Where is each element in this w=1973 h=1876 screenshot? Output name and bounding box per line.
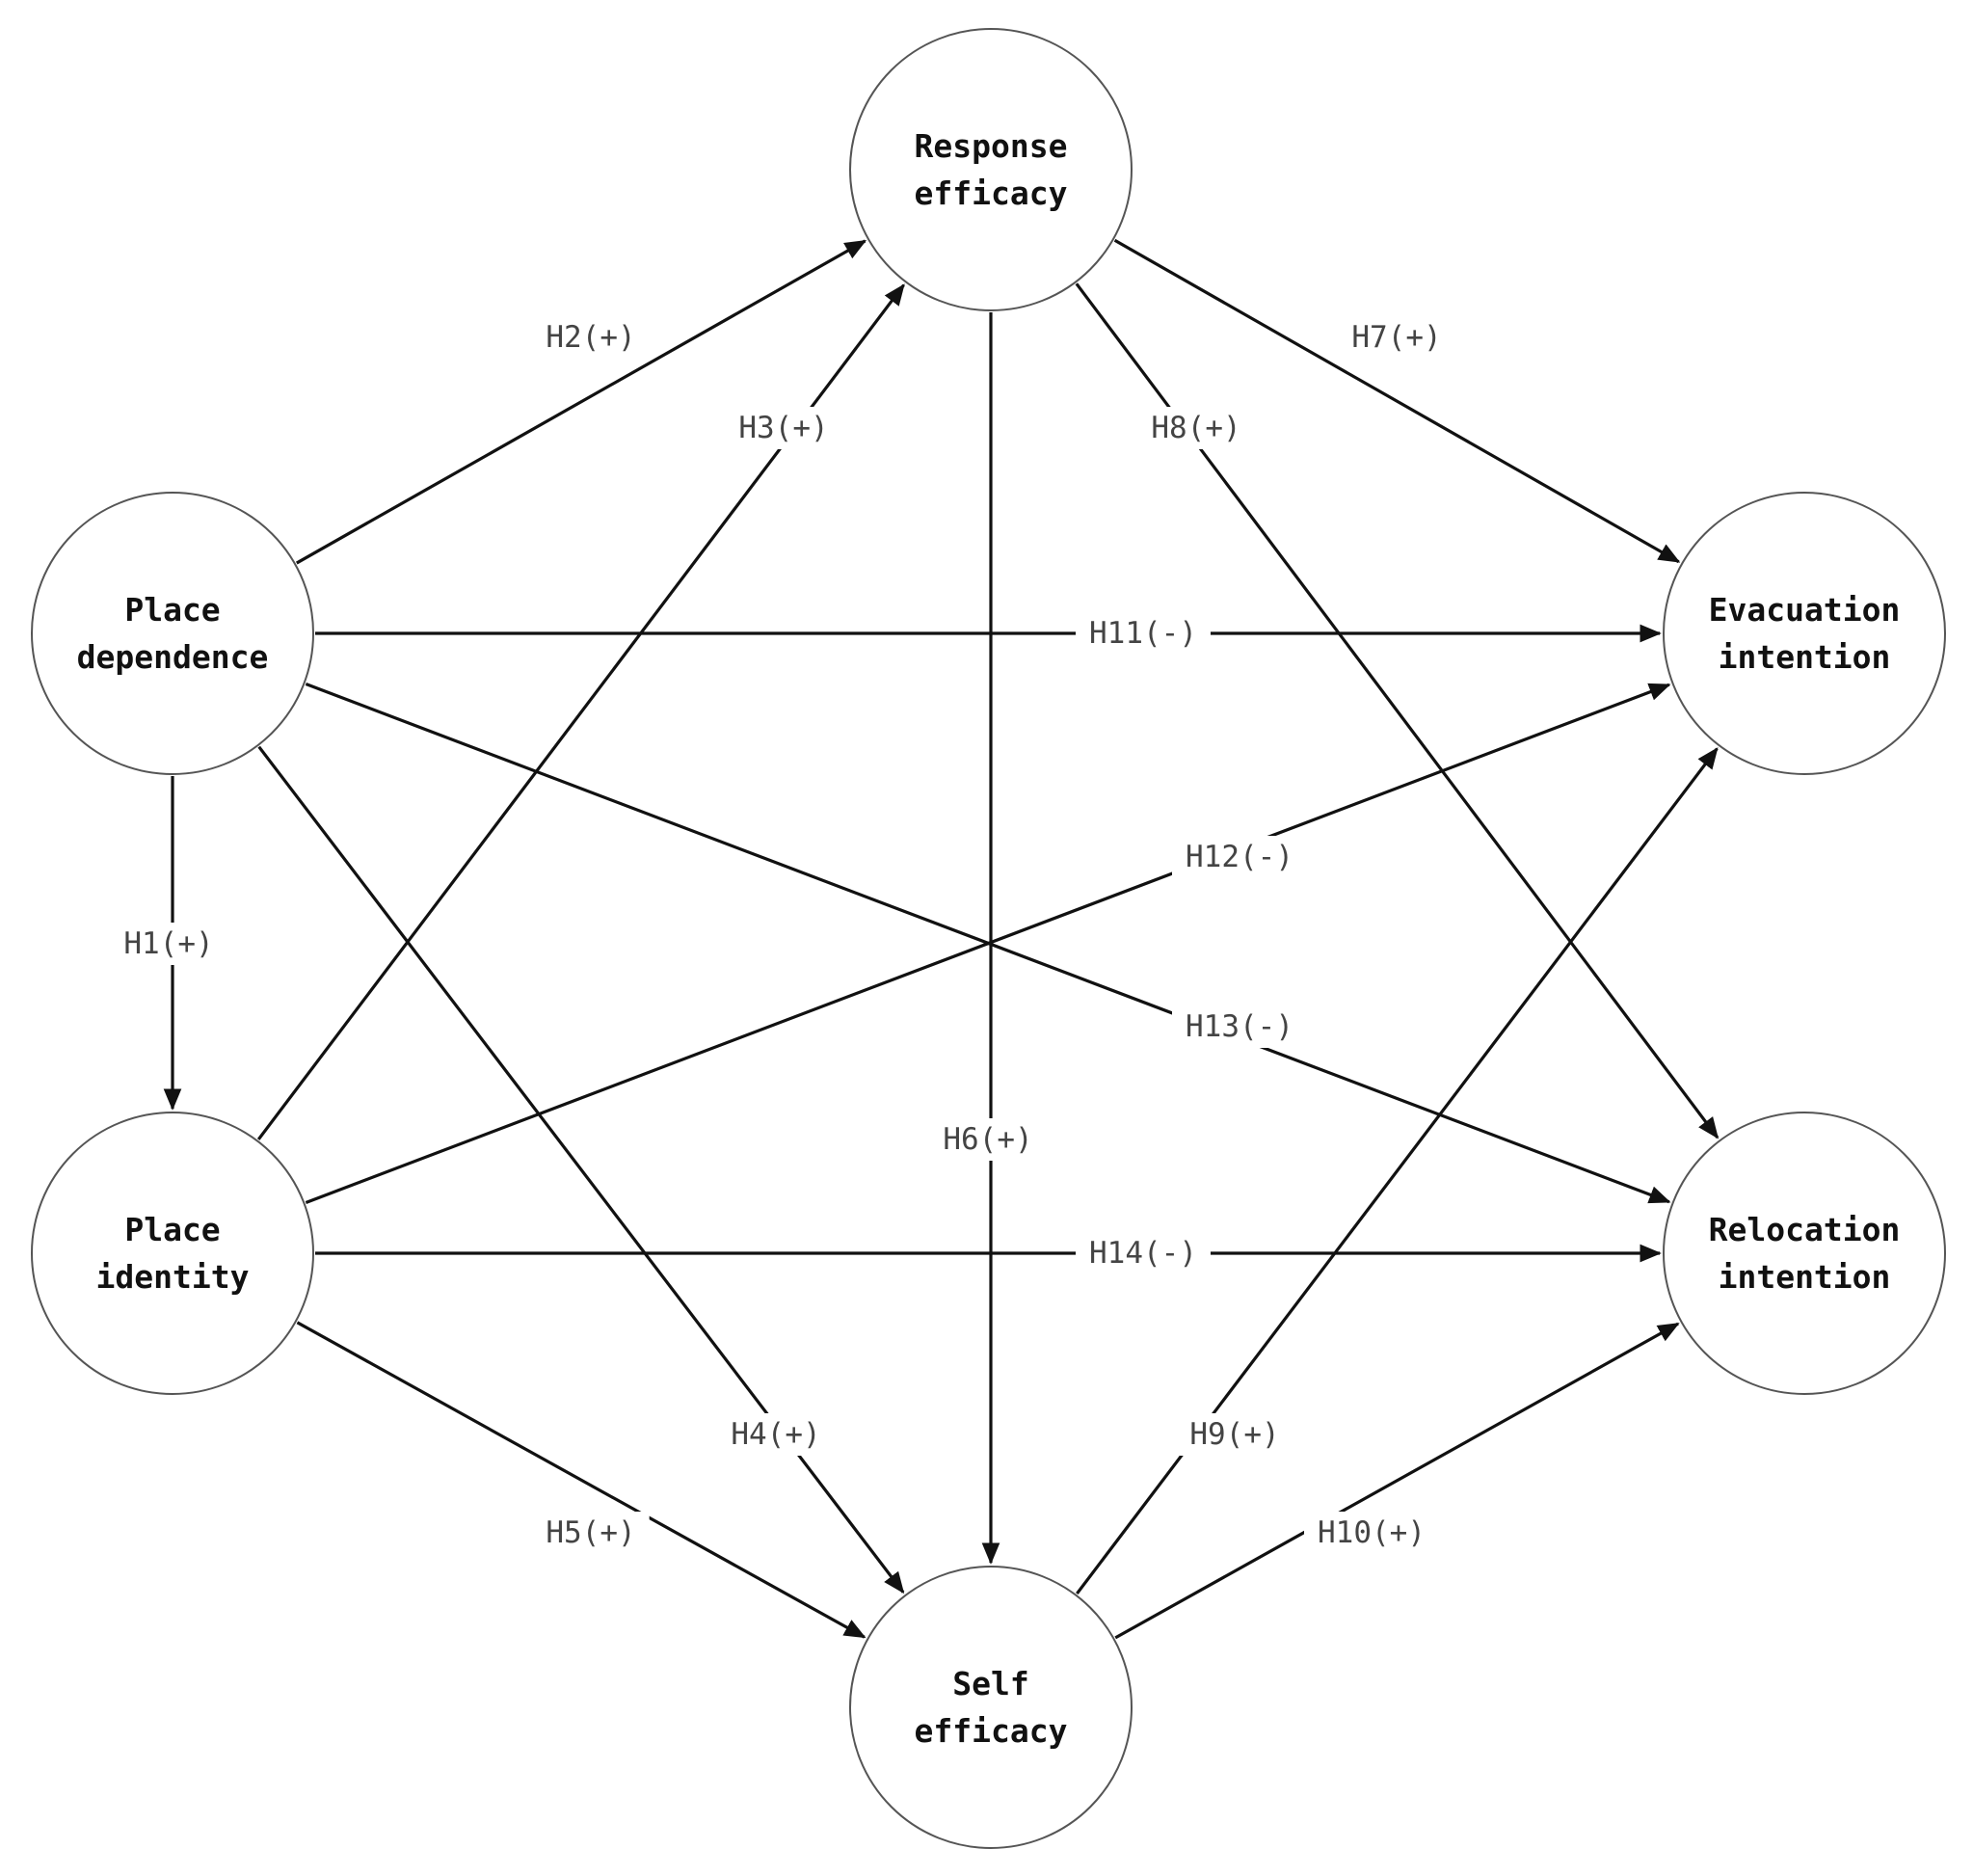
edge-label-bg-2 <box>532 316 650 359</box>
edge-label-bg-14 <box>1076 1232 1211 1274</box>
edge-label-11: H11(-) <box>1089 616 1197 651</box>
node-evac: Evacuation intention <box>1663 492 1946 775</box>
node-reloc: Relocation intention <box>1663 1112 1946 1395</box>
node-placedep: Place dependence <box>31 492 314 775</box>
node-circle-reloc <box>1663 1112 1946 1395</box>
node-label-placeid-line-1: Place <box>124 1211 220 1248</box>
edge-label-bg-11 <box>1076 612 1211 655</box>
edge-label-5: H5(+) <box>546 1515 635 1550</box>
edge-label-bg-6 <box>929 1118 1047 1161</box>
node-circle-self <box>849 1566 1133 1849</box>
edge-label-bg-12 <box>1172 836 1307 878</box>
edge-label-9: H9(+) <box>1189 1417 1279 1452</box>
node-circle-evac <box>1663 492 1946 775</box>
edges-layer: H1(+) H2(+) H3(+) H4(+) H5(+) H6(+) H7(+) H8(+)… <box>110 238 1720 1640</box>
edge-label-6: H6(+) <box>943 1122 1032 1157</box>
node-label-evac-line-2: intention <box>1719 638 1891 676</box>
node-label-evac-line-1: Evacuation <box>1709 591 1901 629</box>
node-circle-response <box>849 28 1133 311</box>
edge-label-7: H7(+) <box>1351 320 1441 355</box>
edge-self-to-reloc <box>1114 1322 1680 1640</box>
edge-label-13: H13(-) <box>1186 1009 1293 1044</box>
edge-label-8: H8(+) <box>1151 411 1240 445</box>
node-label-placedep-line-1: Place <box>124 591 220 629</box>
node-label-reloc-line-2: intention <box>1719 1258 1891 1296</box>
node-label-placeid-line-2: identity <box>96 1258 250 1296</box>
node-response: Response efficacy <box>849 28 1133 311</box>
edge-label-3: H3(+) <box>738 411 828 445</box>
node-label-response-line-1: Response <box>915 127 1068 165</box>
node-label-response-line-2: efficacy <box>915 174 1068 212</box>
node-circle-placedep <box>31 492 314 775</box>
edge-placedep-to-response <box>295 239 867 565</box>
edge-label-bg-7 <box>1338 316 1455 359</box>
edge-label-bg-5 <box>532 1512 650 1554</box>
edge-placedep-to-reloc <box>305 683 1671 1204</box>
nodes-layer: ResponseefficacyPlacedependencePlaceiden… <box>31 28 1946 1849</box>
edge-placeid-to-self <box>296 1321 867 1639</box>
node-circle-placeid <box>31 1112 314 1395</box>
edge-label-10: H10(+) <box>1318 1515 1426 1550</box>
edge-label-12: H12(-) <box>1186 840 1293 874</box>
edge-label-bg-3 <box>725 407 842 449</box>
edge-label-4: H4(+) <box>731 1417 820 1452</box>
edge-label-bg-13 <box>1172 1005 1307 1048</box>
edge-label-1: H1(+) <box>123 926 213 961</box>
edge-label-bg-10 <box>1304 1512 1439 1554</box>
node-placeid: Place identity <box>31 1112 314 1395</box>
node-label-placedep-line-2: dependence <box>77 638 269 676</box>
edge-response-to-evac <box>1113 238 1681 564</box>
node-self: Self efficacy <box>849 1566 1133 1849</box>
edge-label-bg-9 <box>1176 1413 1293 1456</box>
edge-label-14: H14(-) <box>1089 1236 1197 1271</box>
edge-label-bg-1 <box>110 923 227 965</box>
edge-label-bg-8 <box>1137 407 1255 449</box>
node-label-self-line-2: efficacy <box>915 1712 1068 1750</box>
edge-label-bg-4 <box>717 1413 835 1456</box>
node-label-reloc-line-1: Relocation <box>1709 1211 1901 1248</box>
edge-label-2: H2(+) <box>546 320 635 355</box>
node-label-self-line-1: Self <box>952 1665 1028 1702</box>
